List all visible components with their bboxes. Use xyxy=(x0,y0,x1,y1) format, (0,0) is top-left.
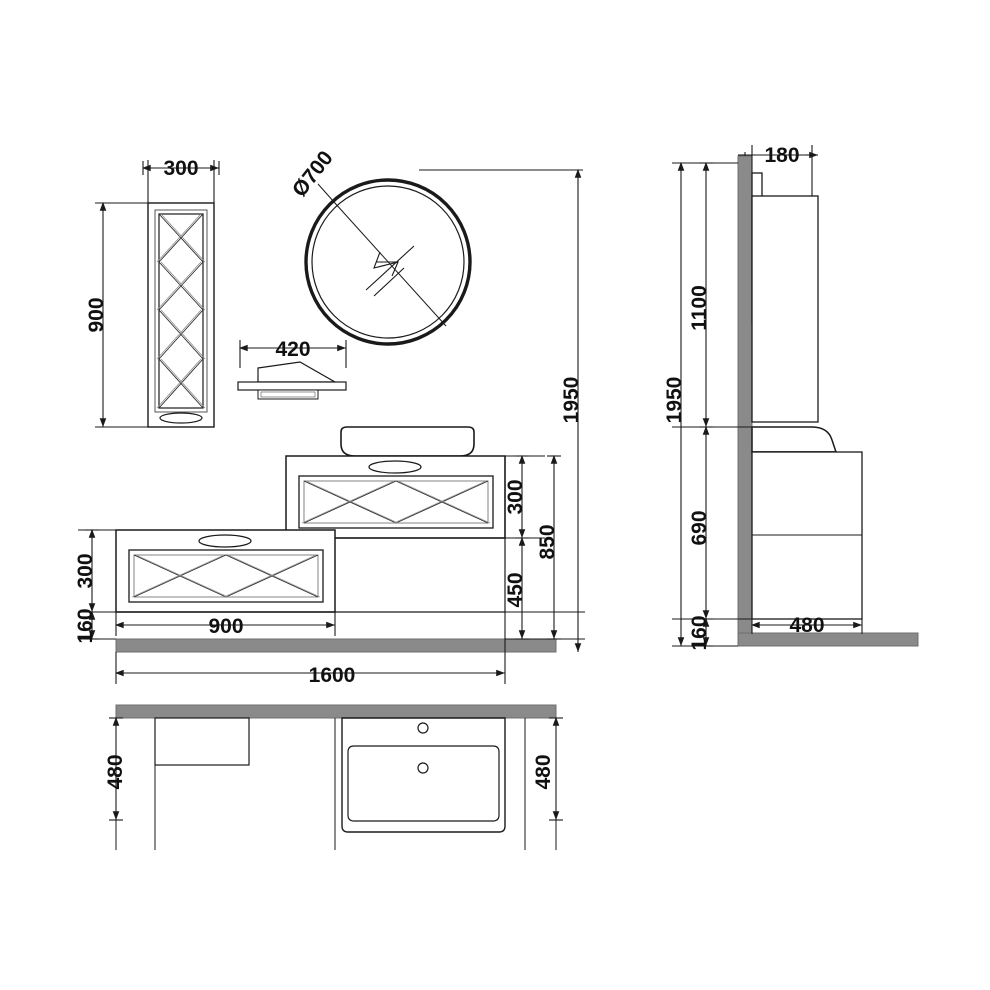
dim-tall-cabinet-width xyxy=(141,160,220,203)
dim-plan-right-480 xyxy=(549,716,563,821)
vanity-upper-front xyxy=(285,455,506,539)
dim-side-stack xyxy=(672,145,818,647)
vessel-basin-front xyxy=(340,426,475,457)
plan-sink xyxy=(341,717,506,833)
dim-420: 420 xyxy=(275,338,310,361)
side-tall-panel xyxy=(751,195,819,423)
dim-lower-300-160 xyxy=(78,528,116,640)
dim-side-160: 160 xyxy=(688,615,711,650)
dim-450: 450 xyxy=(504,572,527,607)
plan-tap-hole xyxy=(417,722,429,734)
vanity-lower-front xyxy=(115,529,336,613)
dim-side-1100: 1100 xyxy=(688,285,711,331)
plan-wall-bar xyxy=(115,704,557,719)
dim-upper-300: 300 xyxy=(504,479,527,514)
dim-side-480 xyxy=(750,619,863,634)
dim-side-1950: 1950 xyxy=(663,377,686,424)
dim-900-label: 900 xyxy=(208,615,243,638)
dim-side-690: 690 xyxy=(688,510,711,545)
dim-side-480-label: 480 xyxy=(789,614,824,637)
dim-plan-480-left: 480 xyxy=(104,754,127,789)
round-mirror xyxy=(304,178,472,346)
dim-mirror-diameter: Ø700 xyxy=(288,147,338,202)
dim-850: 850 xyxy=(536,524,559,559)
side-cabinet-body xyxy=(751,451,863,620)
plan-drain-hole xyxy=(417,762,429,774)
side-basin xyxy=(751,426,838,453)
tall-cabinet-front xyxy=(147,202,215,428)
dim-tall-cabinet-height xyxy=(95,201,148,428)
wedge-shelf-front xyxy=(237,361,347,400)
floor-bar-front xyxy=(115,638,557,653)
dim-side-180: 180 xyxy=(764,144,799,167)
dim-1600-label: 1600 xyxy=(309,664,356,687)
plan-tall-cabinet xyxy=(154,717,250,766)
dim-1600-width xyxy=(114,612,506,684)
dim-plinth-160: 160 xyxy=(74,608,97,643)
dim-plan-left-480 xyxy=(109,716,123,850)
dim-shelf-width xyxy=(238,340,347,368)
dim-lower-unit-height-300: 300 xyxy=(74,553,97,588)
dim-plan-480-right: 480 xyxy=(532,754,555,789)
dim-900-height: 900 xyxy=(85,297,108,332)
dim-300-width: 300 xyxy=(163,157,198,180)
dim-1950-front: 1950 xyxy=(560,377,583,424)
dim-900-width xyxy=(114,612,336,636)
dim-right-stack xyxy=(419,168,585,652)
